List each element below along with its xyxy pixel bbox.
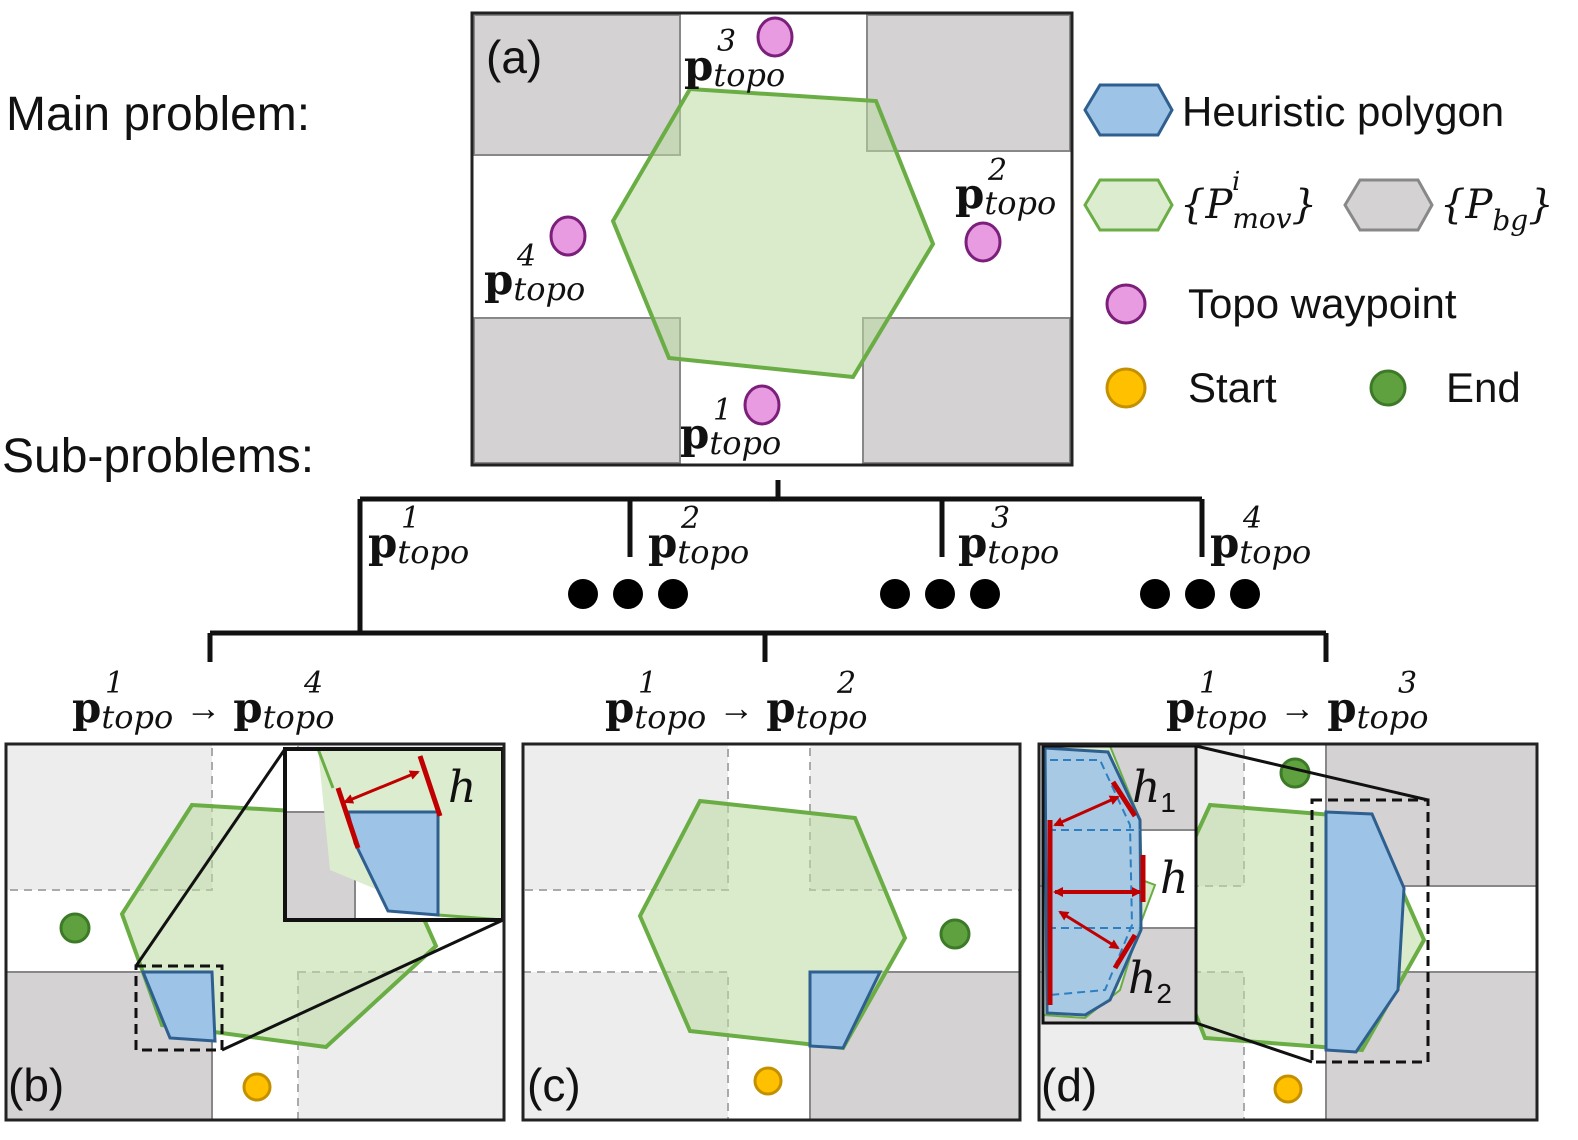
tree-p-topo-2: ptopo xyxy=(648,518,749,571)
h2-label-d: h2 xyxy=(1128,953,1172,1009)
p-topo-4-label-a: ptopo xyxy=(484,255,585,308)
tree-p-topo-3: ptopo xyxy=(958,518,1059,571)
topo-waypoint-1 xyxy=(743,384,781,426)
p-topo-1-sup-a: 1 xyxy=(713,393,732,428)
legend-pmov-label: {Pmov} xyxy=(1180,182,1317,235)
background-polygon-swatch xyxy=(1343,178,1434,232)
movable-polygon-swatch xyxy=(1083,178,1174,232)
topo-waypoint-3 xyxy=(756,16,794,58)
p-topo-3-sup-a: 3 xyxy=(717,24,736,59)
panel-b: h (b) xyxy=(4,742,506,1122)
title-b: ptopo→ptopo xyxy=(72,683,335,736)
legend-topo-label: Topo waypoint xyxy=(1188,280,1457,327)
movable-polygon-a xyxy=(610,86,936,380)
panel-a-border xyxy=(470,11,1074,467)
heuristic-polygon-swatch xyxy=(1083,83,1174,137)
panel-d-label: (d) xyxy=(1041,1059,1097,1111)
start-point-b xyxy=(242,1072,272,1102)
p-topo-2-sup-a: 2 xyxy=(987,153,1007,188)
legend-pmov-sup: i xyxy=(1232,167,1240,197)
panel-d: h1 h h2 (d) xyxy=(1037,742,1539,1122)
start-point-c xyxy=(753,1066,783,1096)
title-c-sup-1: 1 xyxy=(638,666,657,701)
legend-start-label: Start xyxy=(1188,364,1277,411)
title-d: ptopo→ptopo xyxy=(1166,683,1429,736)
p-topo-1-label-a: ptopo xyxy=(680,409,781,462)
zoom-box-b xyxy=(134,964,224,1052)
title-d-sup-2: 3 xyxy=(1398,666,1417,701)
h-label-b: h xyxy=(448,762,476,813)
zoom-box-d xyxy=(1310,798,1430,1064)
topo-waypoint-4 xyxy=(549,215,587,257)
topo-waypoint-2 xyxy=(964,221,1002,263)
panel-a-label: (a) xyxy=(486,31,542,83)
end-point-d xyxy=(1279,757,1311,789)
p-topo-3-label-a: ptopo xyxy=(684,41,785,94)
title-c-sup-2: 2 xyxy=(836,666,856,701)
panel-c-border xyxy=(521,742,1022,1122)
p-topo-2-label-a: ptopo xyxy=(955,169,1056,222)
h-label-d: h xyxy=(1160,853,1188,904)
title-d-sup-1: 1 xyxy=(1199,666,1218,701)
topo-waypoint-swatch xyxy=(1105,283,1147,325)
panel-b-border xyxy=(4,742,506,1122)
tree-dots xyxy=(568,579,1260,609)
tree-p2-sup: 2 xyxy=(680,501,700,536)
obstacle-bottom-left xyxy=(473,317,681,464)
obstacle-bottom-right xyxy=(862,317,1071,464)
main-problem-label: Main problem: xyxy=(6,88,310,141)
tree xyxy=(207,480,1329,662)
tree-p-topo-4: ptopo xyxy=(1210,518,1311,571)
heuristic-polygon-d xyxy=(1324,810,1406,1054)
tree-p-topo-1: ptopo xyxy=(368,518,469,571)
heuristic-polygon-c xyxy=(808,970,883,1050)
heuristic-polygon-b xyxy=(140,970,217,1043)
panel-c: (c) xyxy=(521,742,1022,1122)
obstacle-top-left xyxy=(473,14,681,156)
end-point-c xyxy=(939,918,971,950)
obstacle-top-right xyxy=(866,14,1071,152)
tree-p3-sup: 3 xyxy=(991,501,1010,536)
end-swatch xyxy=(1369,369,1407,407)
title-b-sup-2: 4 xyxy=(303,666,323,701)
title-c: ptopo→ptopo xyxy=(605,683,868,736)
inset-b xyxy=(285,749,503,920)
inset-d xyxy=(1043,746,1196,1023)
legend-end-label: End xyxy=(1446,364,1521,411)
panel-c-label: (c) xyxy=(527,1059,581,1111)
panel-d-border xyxy=(1037,742,1539,1122)
panel-b-label: (b) xyxy=(8,1059,64,1111)
legend-heuristic-label: Heuristic polygon xyxy=(1182,88,1504,135)
start-swatch xyxy=(1105,367,1147,409)
tree-p4-sup: 4 xyxy=(1242,501,1262,536)
start-point-d xyxy=(1273,1074,1303,1104)
h1-label-d: h1 xyxy=(1132,762,1176,818)
p-topo-4-sup-a: 4 xyxy=(516,239,536,274)
legend: Heuristic polygon {Pmov} i {Pbg} Topo wa… xyxy=(1083,83,1554,411)
sub-problems-label: Sub-problems: xyxy=(2,430,314,483)
title-b-sup-1: 1 xyxy=(105,666,124,701)
panel-a: (a) ptopo 3 ptopo 2 ptopo 4 ptopo 1 xyxy=(470,11,1074,467)
legend-pbg-label: {Pbg} xyxy=(1440,182,1554,237)
tree-p1-sup: 1 xyxy=(401,501,420,536)
end-point-b xyxy=(59,912,91,944)
